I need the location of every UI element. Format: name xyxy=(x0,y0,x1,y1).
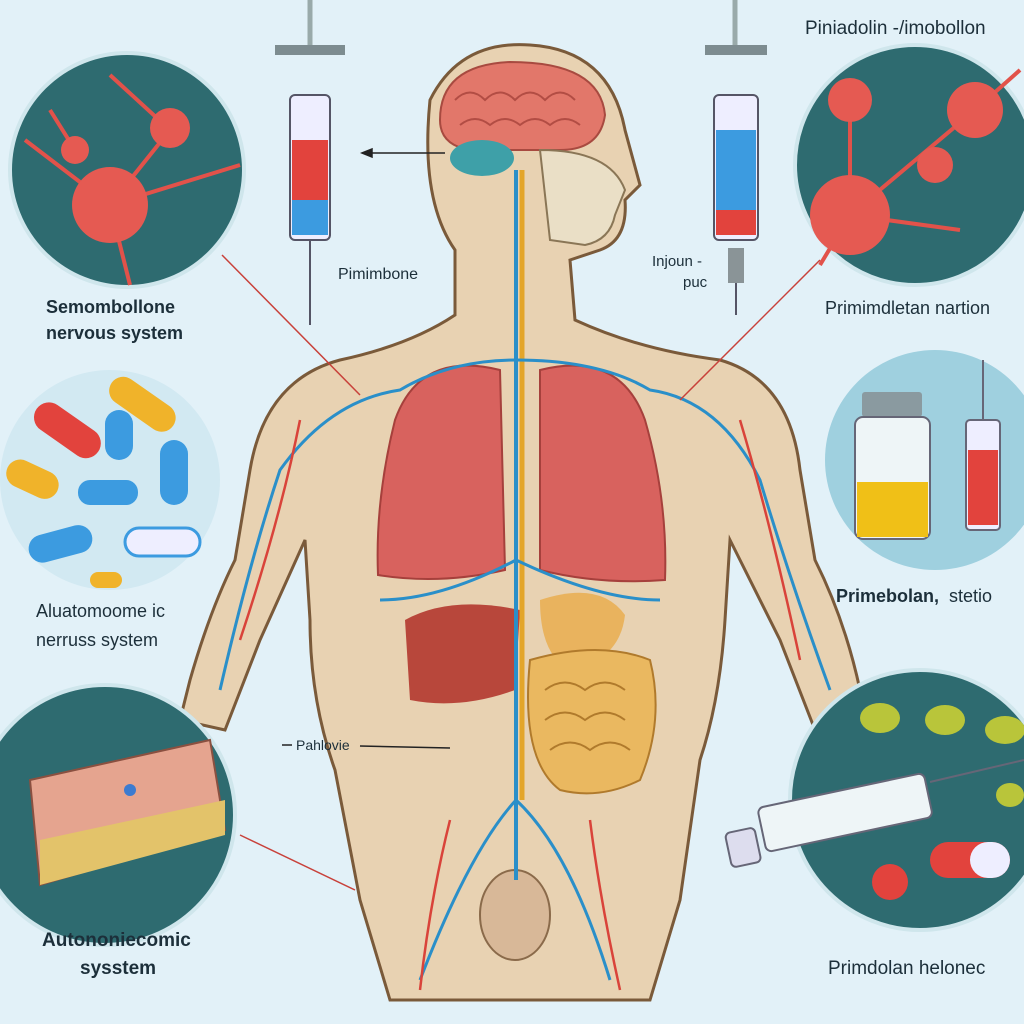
neuron-circle-left xyxy=(8,51,246,289)
label-right-upper: Primimdletan nartion xyxy=(825,298,991,318)
pills-circle xyxy=(0,370,220,590)
label-left-mid-1: Aluatomoome ic xyxy=(36,601,166,621)
label-neck-left: Pimimbone xyxy=(338,266,419,283)
syringe-right-illustration xyxy=(705,0,767,315)
label-bottom-right: Primdolan helonec xyxy=(828,958,986,979)
label-top-left-subtitle: nervous system xyxy=(46,323,184,343)
label-top-right: Piniadolin -/imobollon xyxy=(805,18,986,39)
label-top-left-title: Semombollone xyxy=(46,297,176,317)
neuron-circle-right xyxy=(793,43,1024,287)
skin-tissue-circle xyxy=(0,683,237,947)
syringe-left-illustration xyxy=(275,0,345,325)
vial-circle xyxy=(825,350,1024,570)
human-body xyxy=(178,43,867,1002)
label-right-mid-bold: Primebolan, xyxy=(836,586,940,606)
syringe-tablets-circle xyxy=(724,668,1024,932)
label-right-mid: Primebolan, stetio xyxy=(836,586,992,607)
label-right-mid-suffix: stetio xyxy=(949,586,993,606)
leader-lines xyxy=(221,254,821,891)
label-neck-right-2: puc xyxy=(683,274,708,291)
label-neck-right-1: Injoun - xyxy=(652,253,703,270)
label-abdomen: Pahlovie xyxy=(296,737,350,753)
label-left-mid-2: nerruss system xyxy=(36,630,159,650)
label-bottom-left-2: sysstem xyxy=(80,958,157,979)
label-bottom-left-1: Autononiecomic xyxy=(42,930,191,951)
